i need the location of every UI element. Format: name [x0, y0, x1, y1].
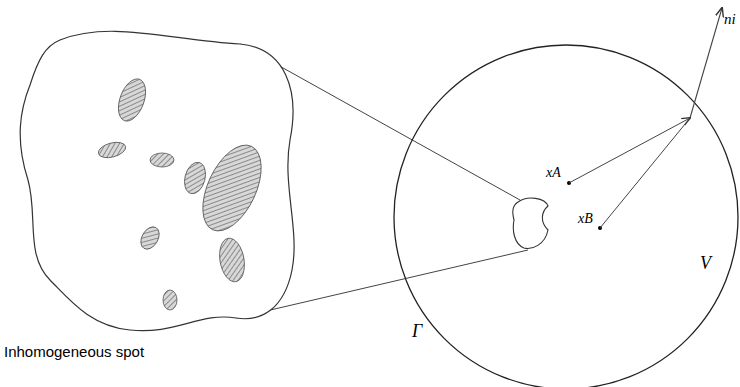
normal-label: ni — [724, 12, 736, 27]
normal-arrow — [690, 8, 722, 118]
small-spot — [513, 198, 548, 248]
boundary-label: Γ — [412, 322, 422, 340]
body-circle — [394, 45, 738, 387]
ray-b — [600, 118, 690, 228]
point-label: xA — [546, 166, 561, 180]
point-label: xB — [578, 212, 593, 226]
volume-label: V — [700, 254, 711, 272]
spot-label: Inhomogeneous spot — [4, 344, 144, 359]
inclusions — [97, 75, 274, 310]
ray-a — [569, 118, 690, 183]
spot-outline — [20, 31, 294, 330]
